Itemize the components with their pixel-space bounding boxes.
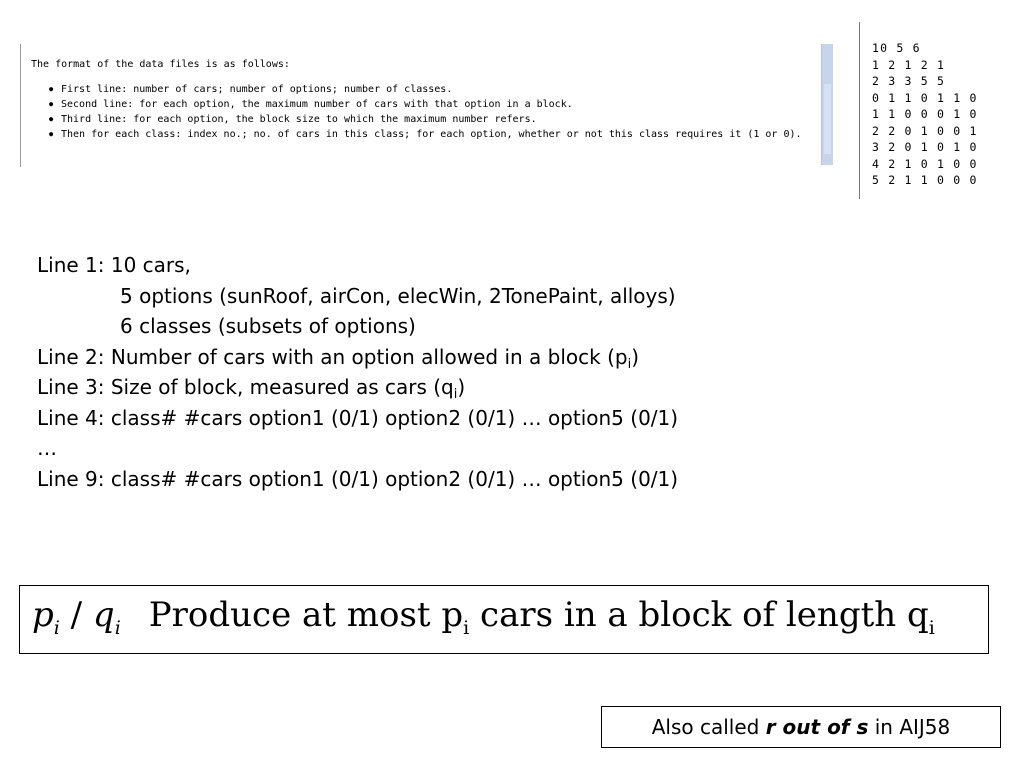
line2-description: Line 2: Number of cars with an option al… bbox=[37, 342, 937, 373]
data-file-lines: 10 5 6 1 2 1 2 1 2 3 3 5 5 0 1 1 0 1 1 0 1 1… bbox=[872, 40, 978, 189]
data-line: 2 3 3 5 5 bbox=[872, 74, 946, 88]
data-file-listing: 10 5 6 1 2 1 2 1 2 3 3 5 5 0 1 1 0 1 1 0 1 1… bbox=[859, 22, 1000, 199]
formula-slash: / bbox=[59, 595, 93, 635]
excerpt-bullet: Then for each class: index no.; no. of c… bbox=[31, 127, 811, 142]
formula-p-subscript: i bbox=[53, 617, 60, 639]
line9-description: Line 9: class# #cars option1 (0/1) optio… bbox=[37, 466, 679, 491]
line3-end: ) bbox=[457, 375, 466, 399]
formula-q-subscript: i bbox=[114, 617, 121, 639]
excerpt-intro: The format of the data files is as follo… bbox=[31, 59, 290, 70]
line3-text: Line 3: Size of block, measured as cars … bbox=[37, 375, 454, 399]
excerpt-scrollbar[interactable] bbox=[821, 44, 833, 165]
formula-text-b-subscript: i bbox=[928, 617, 935, 639]
format-explanation: Line 1: 10 cars, 5 options (sunRoof, air… bbox=[37, 250, 937, 494]
formula-text-a: Produce at most p bbox=[148, 595, 464, 635]
note-prefix: Also called bbox=[651, 715, 766, 739]
data-line: 4 2 1 0 1 0 0 bbox=[872, 156, 978, 171]
formula-p: p bbox=[32, 595, 54, 635]
line1-classes: 6 classes (subsets of options) bbox=[120, 314, 416, 338]
line1-options: 5 options (sunRoof, airCon, elecWin, 2To… bbox=[120, 283, 676, 308]
line2-subscript: i bbox=[627, 356, 632, 372]
data-line: 2 2 0 1 0 0 1 bbox=[872, 123, 978, 138]
data-line: 1 1 0 0 0 1 0 bbox=[872, 107, 978, 121]
line4-description: Line 4: class# #cars option1 (0/1) optio… bbox=[37, 405, 679, 430]
data-line: 10 5 6 bbox=[872, 41, 921, 55]
line3-description: Line 3: Size of block, measured as cars … bbox=[37, 372, 937, 403]
alias-note-box: Also called r out of s in AIJ58 bbox=[601, 706, 1001, 748]
formula-text-a-subscript: i bbox=[463, 617, 470, 639]
data-line: 5 2 1 1 0 0 0 bbox=[872, 173, 978, 187]
data-line: 0 1 1 0 1 1 0 bbox=[872, 90, 978, 105]
line2-end: ) bbox=[631, 344, 640, 369]
excerpt-bullet: First line: number of cars; number of op… bbox=[31, 82, 811, 97]
line2-text: Line 2: Number of cars with an option al… bbox=[37, 344, 628, 369]
excerpt-scrollbar-thumb[interactable] bbox=[824, 84, 831, 154]
ellipsis-line: … bbox=[37, 436, 57, 460]
line1-cars: Line 1: 10 cars, bbox=[37, 253, 191, 277]
note-emphasis: r out of s bbox=[765, 715, 869, 739]
data-line: 3 2 0 1 0 1 0 bbox=[872, 140, 978, 154]
data-line: 1 2 1 2 1 bbox=[872, 57, 946, 72]
format-description-excerpt: The format of the data files is as follo… bbox=[20, 44, 833, 167]
formula-text-b: cars in a block of length q bbox=[469, 595, 929, 635]
excerpt-bullet: Third line: for each option, the block s… bbox=[31, 112, 811, 127]
line3-subscript: i bbox=[453, 387, 458, 402]
formula-q: q bbox=[92, 595, 115, 635]
excerpt-bullet-list: First line: number of cars; number of op… bbox=[31, 82, 811, 142]
note-suffix: in AIJ58 bbox=[868, 715, 951, 739]
excerpt-bullet: Second line: for each option, the maximu… bbox=[31, 97, 811, 112]
